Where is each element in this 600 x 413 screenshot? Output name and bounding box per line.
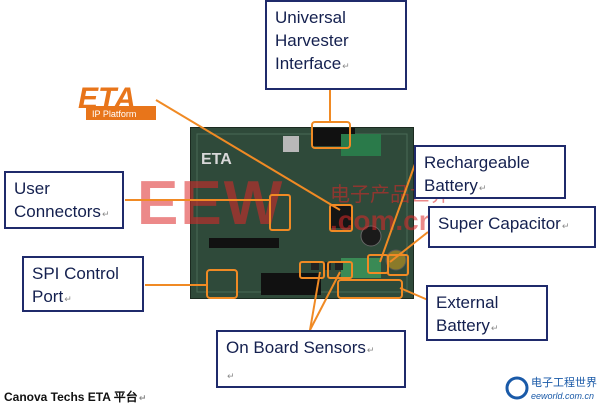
callout-line: Super Capacitor↵ <box>438 214 570 233</box>
svg-text:eeworld.com.cn: eeworld.com.cn <box>531 391 594 401</box>
rechargeable-line <box>379 149 421 263</box>
mcu-chip <box>331 206 353 228</box>
eta-logo: ETA IP Platform <box>74 82 160 124</box>
sensors-line-1 <box>309 271 321 331</box>
callout-line: User <box>14 179 50 198</box>
callout-external-battery: External Battery↵ <box>426 285 548 341</box>
callout-line: ↵ <box>227 371 235 381</box>
universal-highlight <box>311 121 351 149</box>
callout-on-board-sensors: On Board Sensors↵ ↵ <box>216 330 406 388</box>
callout-line: Connectors↵ <box>14 202 110 221</box>
external-battery-line <box>399 287 429 301</box>
header-row <box>209 238 279 248</box>
supercap-line <box>389 231 429 263</box>
callout-line: Interface↵ <box>275 54 350 73</box>
eta-logo-line <box>155 99 341 211</box>
sensors-line-2 <box>309 271 341 331</box>
reset-button <box>283 136 299 152</box>
figure-caption: Canova Techs ETA 平台↵ <box>4 390 147 404</box>
callout-line: Harvester <box>275 31 349 50</box>
callout-line: Rechargeable <box>424 153 530 172</box>
svg-text:ETA: ETA <box>78 82 136 115</box>
callout-line: Battery↵ <box>436 316 499 335</box>
callout-line: External <box>436 293 499 312</box>
watermark-left: EEW <box>137 169 285 238</box>
callout-rechargeable-battery: Rechargeable Battery↵ <box>414 145 566 199</box>
callout-user-connectors: User Connectors↵ <box>4 171 124 229</box>
spi-highlight <box>206 269 238 299</box>
callout-line: SPI Control <box>32 264 119 283</box>
callout-universal-harvester: Universal Harvester Interface↵ <box>265 0 407 90</box>
svg-text:电子工程世界: 电子工程世界 <box>531 376 597 389</box>
callout-spi-control-port: SPI Control Port↵ <box>22 256 144 312</box>
svg-text:IP Platform: IP Platform <box>92 109 136 119</box>
callout-line: Battery↵ <box>424 176 487 195</box>
callout-line: Port↵ <box>32 287 72 306</box>
svg-text:ETA: ETA <box>201 151 232 168</box>
callout-line: On Board Sensors↵ <box>226 338 375 357</box>
eeworld-logo: 电子工程世界 eeworld.com.cn <box>505 368 597 408</box>
callout-super-capacitor: Super Capacitor↵ <box>428 206 596 248</box>
callout-line: Universal <box>275 8 346 27</box>
external-battery-highlight <box>337 279 403 299</box>
